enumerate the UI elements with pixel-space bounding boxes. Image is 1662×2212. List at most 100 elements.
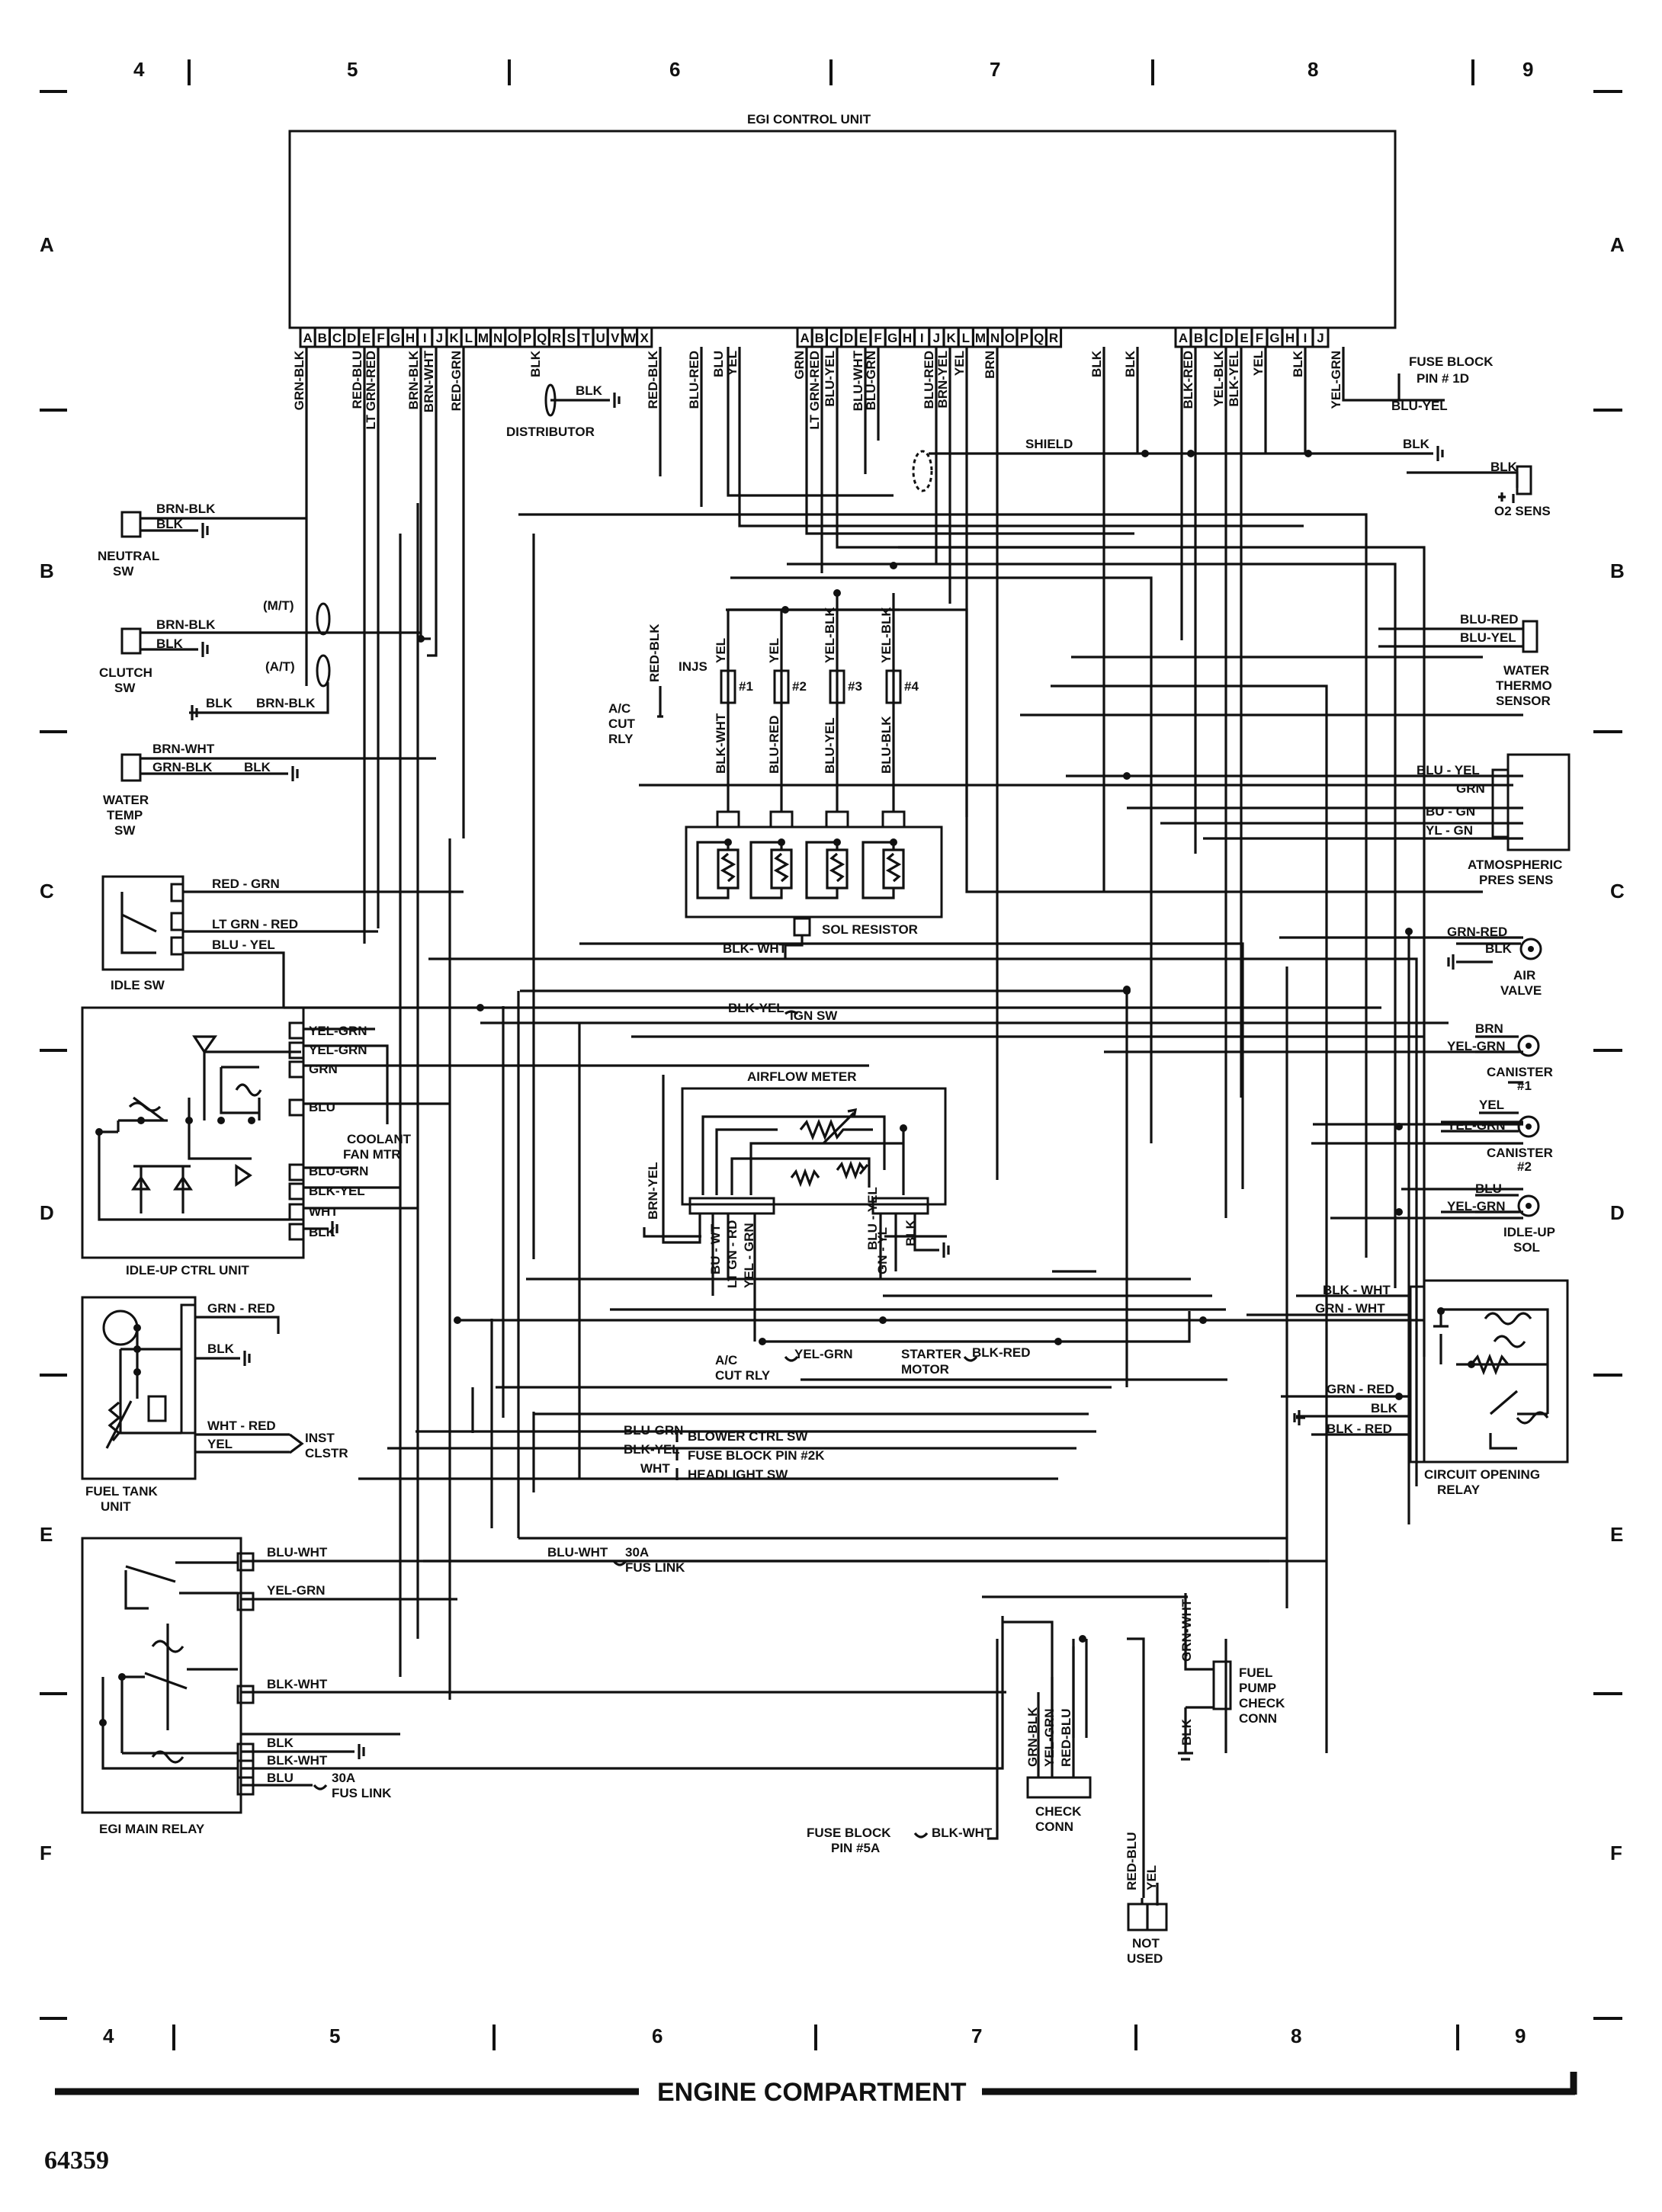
ecu-wire-label: BRN <box>983 351 997 379</box>
distributor-blk-label: BLK <box>576 383 603 398</box>
fuel-tank-line2: UNIT <box>101 1499 131 1514</box>
fuse-block-5a: FUSE BLOCK PIN #5A BLK-WHT <box>807 1639 999 1855</box>
ecu-pin-g2-a: A <box>800 331 809 345</box>
sol-resistor-element <box>749 841 793 899</box>
atm-line2: PRES SENS <box>1479 873 1553 887</box>
neutral-sw-line2: SW <box>113 564 134 579</box>
ecu-wire-label: YEL <box>725 351 740 376</box>
ecu-pin-g1-s: S <box>567 331 576 345</box>
resistor-icon <box>790 1160 866 1188</box>
ecu-pin-g1-x: X <box>640 331 650 345</box>
ecu-wire-label: BLU-WHT <box>851 350 865 411</box>
injector-feed-label: YEL <box>714 638 728 663</box>
shield-blk-label: BLK <box>1403 437 1430 451</box>
ign-sw-wire: BLK-YEL <box>728 1001 784 1015</box>
airflow-meter-label: AIRFLOW METER <box>747 1069 857 1084</box>
figure-number: 64359 <box>44 2146 109 2175</box>
junction-dots <box>417 562 1413 1643</box>
injector-number: #1 <box>739 679 753 694</box>
grid-col-4-top: 4 <box>133 58 145 81</box>
clutch-wire-2: BLK <box>156 636 184 651</box>
fp-blk-label: BLK <box>1179 1718 1194 1746</box>
atm-wire-1: BLU - YEL <box>1417 763 1480 777</box>
sol-resistor-elements <box>696 838 905 899</box>
water-temp-wire-3: BLK <box>244 760 271 774</box>
distributor: DISTRIBUTOR BLK <box>506 383 621 439</box>
resistor-icon <box>885 852 902 883</box>
cor-wire-3: GRN - RED <box>1327 1382 1394 1396</box>
ecu-pin-g1-f: F <box>377 331 384 345</box>
not-used-connector: RED-BLU YEL NOT USED <box>1125 1832 1168 1966</box>
ecu-wire-label: RED-BLU <box>350 351 364 409</box>
idle-wire-2: LT GRN - RED <box>212 917 298 931</box>
ecu-pin-g1-o: O <box>508 331 518 345</box>
ecu-wire-label: YEL <box>1251 351 1266 376</box>
ecu-wire-label: GRN <box>792 351 807 380</box>
grid-row-e-right: E <box>1610 1523 1623 1546</box>
connector-icon <box>1517 1034 1540 1057</box>
ecu-pin-g2-p: P <box>1020 331 1028 345</box>
water-temp-line2: TEMP <box>107 808 143 822</box>
idleup-sol-line2: SOL <box>1513 1240 1540 1255</box>
ecu-pin-g2-d: D <box>844 331 853 345</box>
brn-yel-label: BRN-YEL <box>646 1162 660 1220</box>
o2-sens-label: O2 SENS <box>1494 504 1551 518</box>
grid-col-5-top: 5 <box>347 58 358 81</box>
idleup-wire-1: YEL-GRN <box>309 1024 367 1038</box>
fuel-pump-line2: PUMP <box>1239 1681 1276 1695</box>
ecu-pin-g2-k: K <box>946 331 956 345</box>
not-used-wire-2: YEL <box>1144 1865 1159 1890</box>
fus-link-1-line1: 30A <box>625 1545 649 1560</box>
ecu-pin-g1-q: Q <box>537 331 547 345</box>
sol-resistor-box <box>685 825 943 918</box>
egi-main-wire-1: BLU-WHT <box>267 1545 328 1560</box>
ign-sw: BLK-YEL IGN SW <box>728 1001 838 1023</box>
idleup-sol-line1: IDLE-UP <box>1503 1225 1555 1239</box>
injector-number: #4 <box>904 679 919 694</box>
ecu-wire-label: YEL <box>952 351 967 376</box>
o2-sensor: BLK O2 SENS <box>1407 460 1551 518</box>
ecu-pin-g1-g: G <box>390 331 400 345</box>
water-temp-switch: BRN-WHT GRN-BLK BLK WATER TEMP SW <box>103 742 436 838</box>
fuse-block-1d-line1: FUSE BLOCK <box>1409 354 1494 369</box>
ground-icon <box>1498 492 1515 503</box>
clutch-wire-1: BRN-BLK <box>156 617 216 632</box>
ecu-pin-g2-r: R <box>1049 331 1058 345</box>
resistor-icon <box>773 852 790 883</box>
ign-sw-label: IGN SW <box>790 1008 838 1023</box>
clutch-sw-line1: CLUTCH <box>99 665 152 680</box>
canister2-line2: #2 <box>1517 1159 1532 1174</box>
ecu-pin-g1-d: D <box>347 331 356 345</box>
ecu-pin-g2-b: B <box>815 331 824 345</box>
fuel-tank-wire-3: WHT - RED <box>207 1419 276 1433</box>
ecu-pin-g2-q: Q <box>1034 331 1044 345</box>
ecu-pin-g2-f: F <box>874 331 881 345</box>
injector-return-label: BLK-WHT <box>714 713 728 774</box>
ecu-pin-g3-c: C <box>1209 331 1218 345</box>
check-wire-2: YEL-GRN <box>1042 1709 1057 1768</box>
blower-label: BLOWER CTRL SW <box>688 1429 808 1444</box>
air-valve: GRN-RED BLK AIR VALVE <box>1447 925 1542 998</box>
ecu-title: EGI CONTROL UNIT <box>747 112 871 127</box>
grid-col-8-top: 8 <box>1307 58 1318 81</box>
ecu-wire-label: BRN-BLK <box>406 350 421 409</box>
check-connector: GRN-BLK YEL-GRN RED-BLU CHECK CONN <box>1025 1646 1092 1834</box>
idle-wire-3: BLU - YEL <box>212 938 275 952</box>
injector-icon <box>720 669 736 704</box>
wire-paths <box>284 347 1523 1898</box>
check-conn-line2: CONN <box>1035 1819 1073 1834</box>
idle-up-ctrl-unit: YEL-GRN YEL-GRN GRN BLU BLU-GRN BLK-YEL … <box>81 1006 869 1278</box>
ecu-pin-g3-g: G <box>1269 331 1279 345</box>
mt-label: (M/T) <box>263 598 294 613</box>
ecu-wire-label: YEL-BLK <box>1211 350 1226 406</box>
option-loop-icon <box>316 654 331 688</box>
resistor-icon <box>829 852 845 883</box>
neutral-wire-1: BRN-BLK <box>156 502 216 516</box>
idleup-wire-3: GRN <box>309 1062 338 1076</box>
injector-icon <box>829 669 845 704</box>
injector-return-label: BLU-YEL <box>823 717 837 774</box>
grid-col-7-bottom: 7 <box>971 2024 982 2047</box>
afm-wire-1: BU - WT <box>708 1223 723 1274</box>
